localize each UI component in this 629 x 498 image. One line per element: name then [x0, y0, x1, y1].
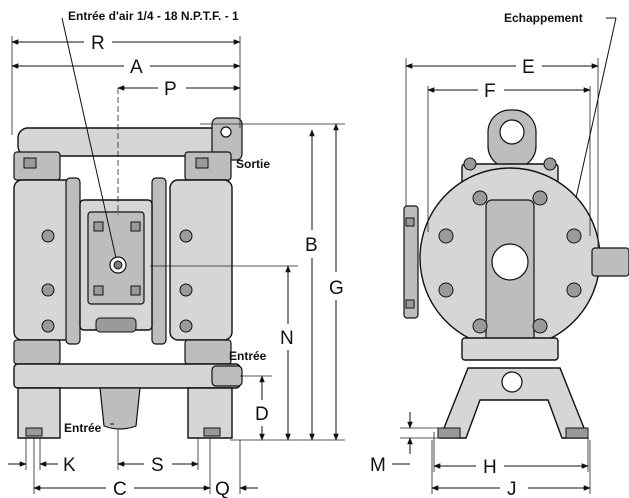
top-flange-left — [13, 151, 61, 181]
dim-label-c: C — [113, 479, 127, 498]
side-view — [403, 109, 629, 439]
flange-bolt — [23, 157, 37, 169]
chamber-center — [491, 243, 529, 281]
chamber-bolt — [41, 229, 55, 243]
dim-label-h: H — [483, 457, 497, 478]
disc-bolt — [472, 190, 488, 206]
outlet-port-hole — [220, 126, 232, 138]
clamp-ring-left — [65, 177, 81, 345]
top-outlet-hole — [499, 119, 525, 145]
flange-bolt — [195, 157, 209, 169]
dim-label-p: P — [164, 79, 177, 100]
dim-label-d: D — [255, 404, 269, 425]
valve-screw — [130, 285, 141, 296]
valve-screw — [405, 217, 415, 227]
dim-label-b: B — [305, 235, 318, 256]
dim-label-a: A — [130, 57, 143, 78]
exhaust-note: Echappement — [504, 11, 583, 25]
disc-bolt — [566, 282, 582, 298]
foot-right — [187, 387, 233, 439]
air-inlet-thread — [113, 260, 123, 270]
valve-screw — [405, 299, 415, 309]
chamber-bolt — [41, 283, 55, 297]
inlet-port — [211, 365, 243, 387]
disc-bolt — [532, 318, 548, 334]
disc-bolt — [438, 228, 454, 244]
chamber-bolt — [179, 319, 193, 333]
foot-left — [17, 387, 61, 439]
bottom-manifold-side — [461, 337, 559, 361]
bottom-flange-left — [13, 339, 61, 365]
dim-label-r: R — [91, 33, 105, 54]
valve-screw — [93, 221, 104, 232]
foot-slot — [203, 427, 221, 437]
foot-slot — [437, 427, 461, 439]
inlet-note-bottom: Entrée — [64, 421, 102, 435]
outlet-note: Sortie — [236, 157, 270, 171]
exhaust-muffler — [591, 247, 629, 277]
disc-bolt — [532, 190, 548, 206]
fluid-chamber-right — [169, 179, 233, 341]
disc-bolt — [543, 157, 557, 171]
clamp-ring-right — [151, 177, 167, 345]
annotations: Entrée d'air 1/4 - 18 N.P.T.F. - 1 Echap… — [63, 9, 583, 498]
dim-label-s: S — [151, 455, 164, 476]
muffler — [95, 317, 137, 333]
disc-bolt — [463, 157, 477, 171]
dim-label-g: G — [329, 278, 344, 299]
bottom-flange-right — [184, 339, 232, 365]
air-valve-side — [403, 205, 419, 319]
disc-bolt — [566, 228, 582, 244]
chamber-bolt — [179, 283, 193, 297]
valve-screw — [130, 221, 141, 232]
disc-bolt — [472, 318, 488, 334]
inlet-manifold — [13, 363, 241, 389]
inlet-note-side: Entrée — [229, 349, 267, 363]
foot-slot — [565, 427, 589, 439]
air-inlet-note: Entrée d'air 1/4 - 18 N.P.T.F. - 1 — [68, 9, 239, 23]
foot-slot — [25, 427, 43, 437]
dim-label-q: Q — [215, 479, 230, 498]
dim-label-j: J — [507, 479, 517, 498]
chamber-bolt — [179, 229, 193, 243]
dimension-lines — [8, 17, 617, 494]
bottom-inlet — [99, 387, 141, 430]
disc-bolt — [438, 282, 454, 298]
bottom-inlet-hole — [501, 371, 523, 393]
valve-screw — [93, 285, 104, 296]
chamber-bolt — [41, 319, 55, 333]
dim-label-e: E — [522, 57, 535, 78]
dim-label-n: N — [280, 328, 294, 349]
dim-label-f: F — [484, 81, 496, 102]
front-view — [13, 88, 243, 439]
base-side — [438, 367, 590, 439]
dim-label-k: K — [63, 455, 76, 476]
dim-label-m: M — [370, 455, 386, 476]
